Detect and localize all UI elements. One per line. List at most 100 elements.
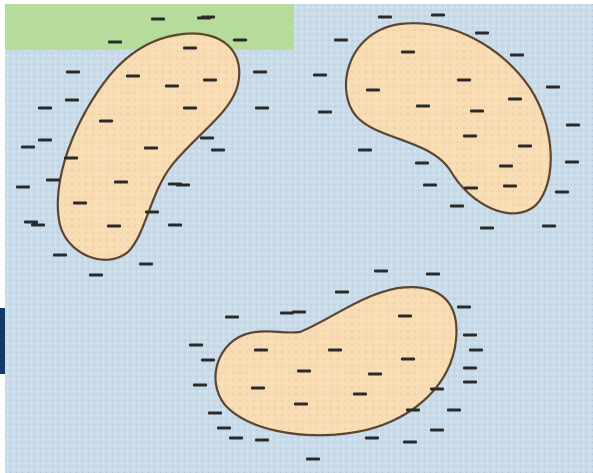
- surrounding-charge-icon: [217, 427, 231, 430]
- surrounding-charge-icon: [426, 273, 440, 276]
- negative-charge-icon: [415, 162, 429, 165]
- negative-charge-icon: [464, 187, 478, 190]
- surrounding-charge-icon: [24, 221, 38, 224]
- negative-charge-icon: [64, 157, 78, 160]
- negative-charge-icon: [406, 409, 420, 412]
- surrounding-charge-icon: [46, 179, 60, 182]
- surrounding-charge-icon: [189, 344, 203, 347]
- negative-charge-icon: [470, 110, 484, 113]
- negative-charge-icon: [165, 85, 179, 88]
- negative-charge-icon: [508, 98, 522, 101]
- negative-charge-icon: [107, 225, 121, 228]
- surrounding-charge-icon: [151, 18, 165, 21]
- negative-charge-icon: [114, 181, 128, 184]
- surrounding-charge-icon: [431, 14, 445, 17]
- surrounding-charge-icon: [565, 161, 579, 164]
- surrounding-charge-icon: [280, 312, 294, 315]
- surrounding-charge-icon: [38, 139, 52, 142]
- surrounding-charge-icon: [197, 17, 211, 20]
- surrounding-charge-icon: [403, 441, 417, 444]
- surrounding-charge-icon: [233, 39, 247, 42]
- negative-charge-icon: [294, 403, 308, 406]
- surrounding-charge-icon: [450, 205, 464, 208]
- surrounding-charge-icon: [358, 149, 372, 152]
- surrounding-charge-icon: [108, 41, 122, 44]
- surrounding-charge-icon: [139, 263, 153, 266]
- surrounding-charge-icon: [463, 381, 477, 384]
- surrounding-charge-icon: [89, 274, 103, 277]
- surrounding-charge-icon: [21, 146, 35, 149]
- negative-charge-icon: [463, 135, 477, 138]
- surrounding-charge-icon: [201, 359, 215, 362]
- surrounding-charge-icon: [66, 71, 80, 74]
- surrounding-charge-icon: [318, 111, 332, 114]
- surrounding-charge-icon: [365, 437, 379, 440]
- dark-blue-side-bar: [0, 308, 5, 374]
- negative-charge-icon: [183, 47, 197, 50]
- negative-charge-icon: [398, 315, 412, 318]
- surrounding-charge-icon: [168, 224, 182, 227]
- surrounding-charge-icon: [374, 270, 388, 273]
- negative-charge-icon: [183, 107, 197, 110]
- negative-charge-icon: [353, 393, 367, 396]
- negative-charge-icon: [366, 89, 380, 92]
- surrounding-charge-icon: [378, 16, 392, 19]
- surrounding-charge-icon: [475, 32, 489, 35]
- green-strip: [0, 0, 294, 50]
- negative-charge-icon: [430, 388, 444, 391]
- negative-charge-icon: [499, 165, 513, 168]
- surrounding-charge-icon: [447, 409, 461, 412]
- surrounding-charge-icon: [334, 39, 348, 42]
- surrounding-charge-icon: [253, 71, 267, 74]
- surrounding-charge-icon: [255, 439, 269, 442]
- surrounding-charge-icon: [566, 124, 580, 127]
- surrounding-charge-icon: [313, 74, 327, 77]
- negative-charge-icon: [203, 79, 217, 82]
- negative-charge-icon: [518, 145, 532, 148]
- surrounding-charge-icon: [255, 107, 269, 110]
- surrounding-charge-icon: [423, 184, 437, 187]
- surrounding-charge-icon: [306, 458, 320, 461]
- surrounding-charge-icon: [38, 107, 52, 110]
- surrounding-charge-icon: [335, 291, 349, 294]
- surrounding-charge-icon: [463, 367, 477, 370]
- negative-charge-icon: [73, 202, 87, 205]
- surrounding-charge-icon: [208, 412, 222, 415]
- negative-charge-icon: [99, 120, 113, 123]
- surrounding-charge-icon: [176, 184, 190, 187]
- negative-charge-icon: [297, 370, 311, 373]
- surrounding-charge-icon: [193, 384, 207, 387]
- white-frame-top: [0, 0, 593, 4]
- surrounding-charge-icon: [430, 429, 444, 432]
- negative-charge-icon: [401, 51, 415, 54]
- negative-charge-icon: [401, 358, 415, 361]
- surrounding-charge-icon: [463, 334, 477, 337]
- negative-charge-icon: [144, 147, 158, 150]
- surrounding-charge-icon: [31, 224, 45, 227]
- negative-charge-icon: [200, 137, 214, 140]
- surrounding-charge-icon: [16, 186, 30, 189]
- negative-charge-icon: [457, 79, 471, 82]
- surrounding-charge-icon: [292, 311, 306, 314]
- surrounding-charge-icon: [469, 349, 483, 352]
- negative-charge-icon: [254, 349, 268, 352]
- surrounding-charge-icon: [546, 86, 560, 89]
- negative-charge-icon: [328, 349, 342, 352]
- negative-charge-icon: [126, 75, 140, 78]
- negative-charge-icon: [145, 211, 159, 214]
- surrounding-charge-icon: [510, 54, 524, 57]
- surrounding-charge-icon: [225, 316, 239, 319]
- surrounding-charge-icon: [480, 227, 494, 230]
- surrounding-charge-icon: [555, 191, 569, 194]
- surrounding-charge-icon: [53, 254, 67, 257]
- negative-charge-icon: [416, 105, 430, 108]
- negative-charge-icon: [503, 185, 517, 188]
- negative-charge-icon: [368, 373, 382, 376]
- negative-charge-icon: [251, 387, 265, 390]
- surrounding-charge-icon: [211, 149, 225, 152]
- white-frame-left: [0, 0, 5, 473]
- surrounding-charge-icon: [65, 99, 79, 102]
- surrounding-charge-icon: [457, 306, 471, 309]
